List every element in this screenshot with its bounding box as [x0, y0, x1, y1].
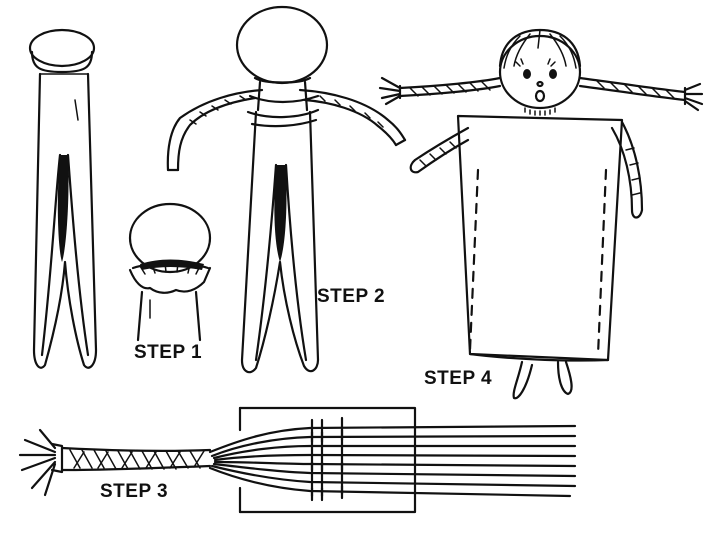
step2-figure: [166, 5, 407, 374]
step4-figure: [378, 28, 704, 400]
step1-label: STEP 1: [134, 342, 203, 363]
step3-figure: [18, 406, 577, 514]
clothespin-plain: [28, 28, 98, 369]
step4-label: STEP 4: [424, 368, 493, 389]
step2-label: STEP 2: [317, 286, 386, 307]
step1-figure: [128, 202, 212, 342]
step3-label: STEP 3: [100, 481, 169, 502]
